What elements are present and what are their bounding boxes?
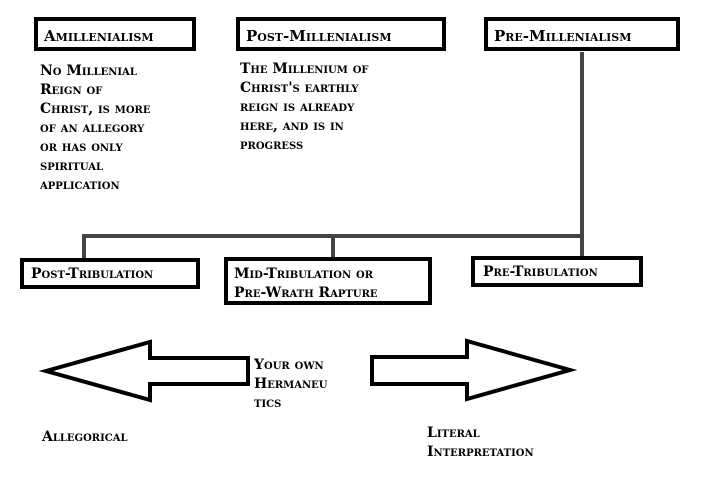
right-arrow-icon: [370, 338, 578, 402]
description-line: No Millenial: [40, 63, 137, 79]
description-line: or has only: [40, 139, 123, 155]
description-line: The Millenium of: [240, 61, 369, 77]
allegorical-label: Allegorical: [42, 428, 128, 447]
pre-tribulation-box: Pre-Tribulation: [471, 256, 643, 287]
post-millenialism-title: Post-Millenialism: [246, 27, 392, 45]
amillenialism-title: Amillenialism: [44, 27, 154, 45]
hermeneutics-line: tics: [254, 395, 282, 411]
description-line: reign is already: [240, 99, 355, 115]
pre-tribulation-label: Pre-Tribulation: [483, 264, 598, 280]
mid-tribulation-line-1: Mid-Tribulation or: [234, 266, 374, 282]
allegorical-text: Allegorical: [42, 429, 128, 445]
mid-tribulation-box: Mid-Tribulation or Pre-Wrath Rapture: [224, 257, 432, 305]
post-tribulation-box: Post-Tribulation: [20, 258, 200, 289]
literal-line: Literal: [427, 425, 480, 441]
pre-millenialism-box: Pre-Millenialism: [484, 17, 680, 51]
amillenialism-box: Amillenialism: [34, 17, 196, 51]
description-line: of an allegory: [40, 120, 145, 136]
post-millenialism-description: The Millenium of Christ's earthly reign …: [240, 60, 369, 155]
description-line: spiritual: [40, 158, 104, 174]
literal-interpretation-label: Literal Interpretation: [427, 424, 534, 462]
description-line: Christ, is more: [40, 101, 151, 117]
description-line: Christ's earthly: [240, 80, 359, 96]
post-millenialism-box: Post-Millenialism: [236, 17, 446, 51]
description-line: application: [40, 177, 120, 193]
left-arrow-icon: [38, 339, 250, 403]
mid-tribulation-line-2: Pre-Wrath Rapture: [234, 285, 378, 301]
amillenialism-description: No Millenial Reign of Christ, is more of…: [40, 62, 150, 195]
hermeneutics-line: Hermaneu: [254, 376, 328, 392]
hermeneutics-label: Your own Hermaneu tics: [254, 356, 327, 413]
description-line: progress: [240, 137, 304, 153]
hermeneutics-line: Your own: [254, 357, 324, 373]
literal-line: Interpretation: [427, 444, 534, 460]
description-line: here, and is in: [240, 118, 344, 134]
pre-millenialism-title: Pre-Millenialism: [494, 27, 632, 45]
post-tribulation-label: Post-Tribulation: [31, 266, 154, 282]
description-line: Reign of: [40, 82, 103, 98]
